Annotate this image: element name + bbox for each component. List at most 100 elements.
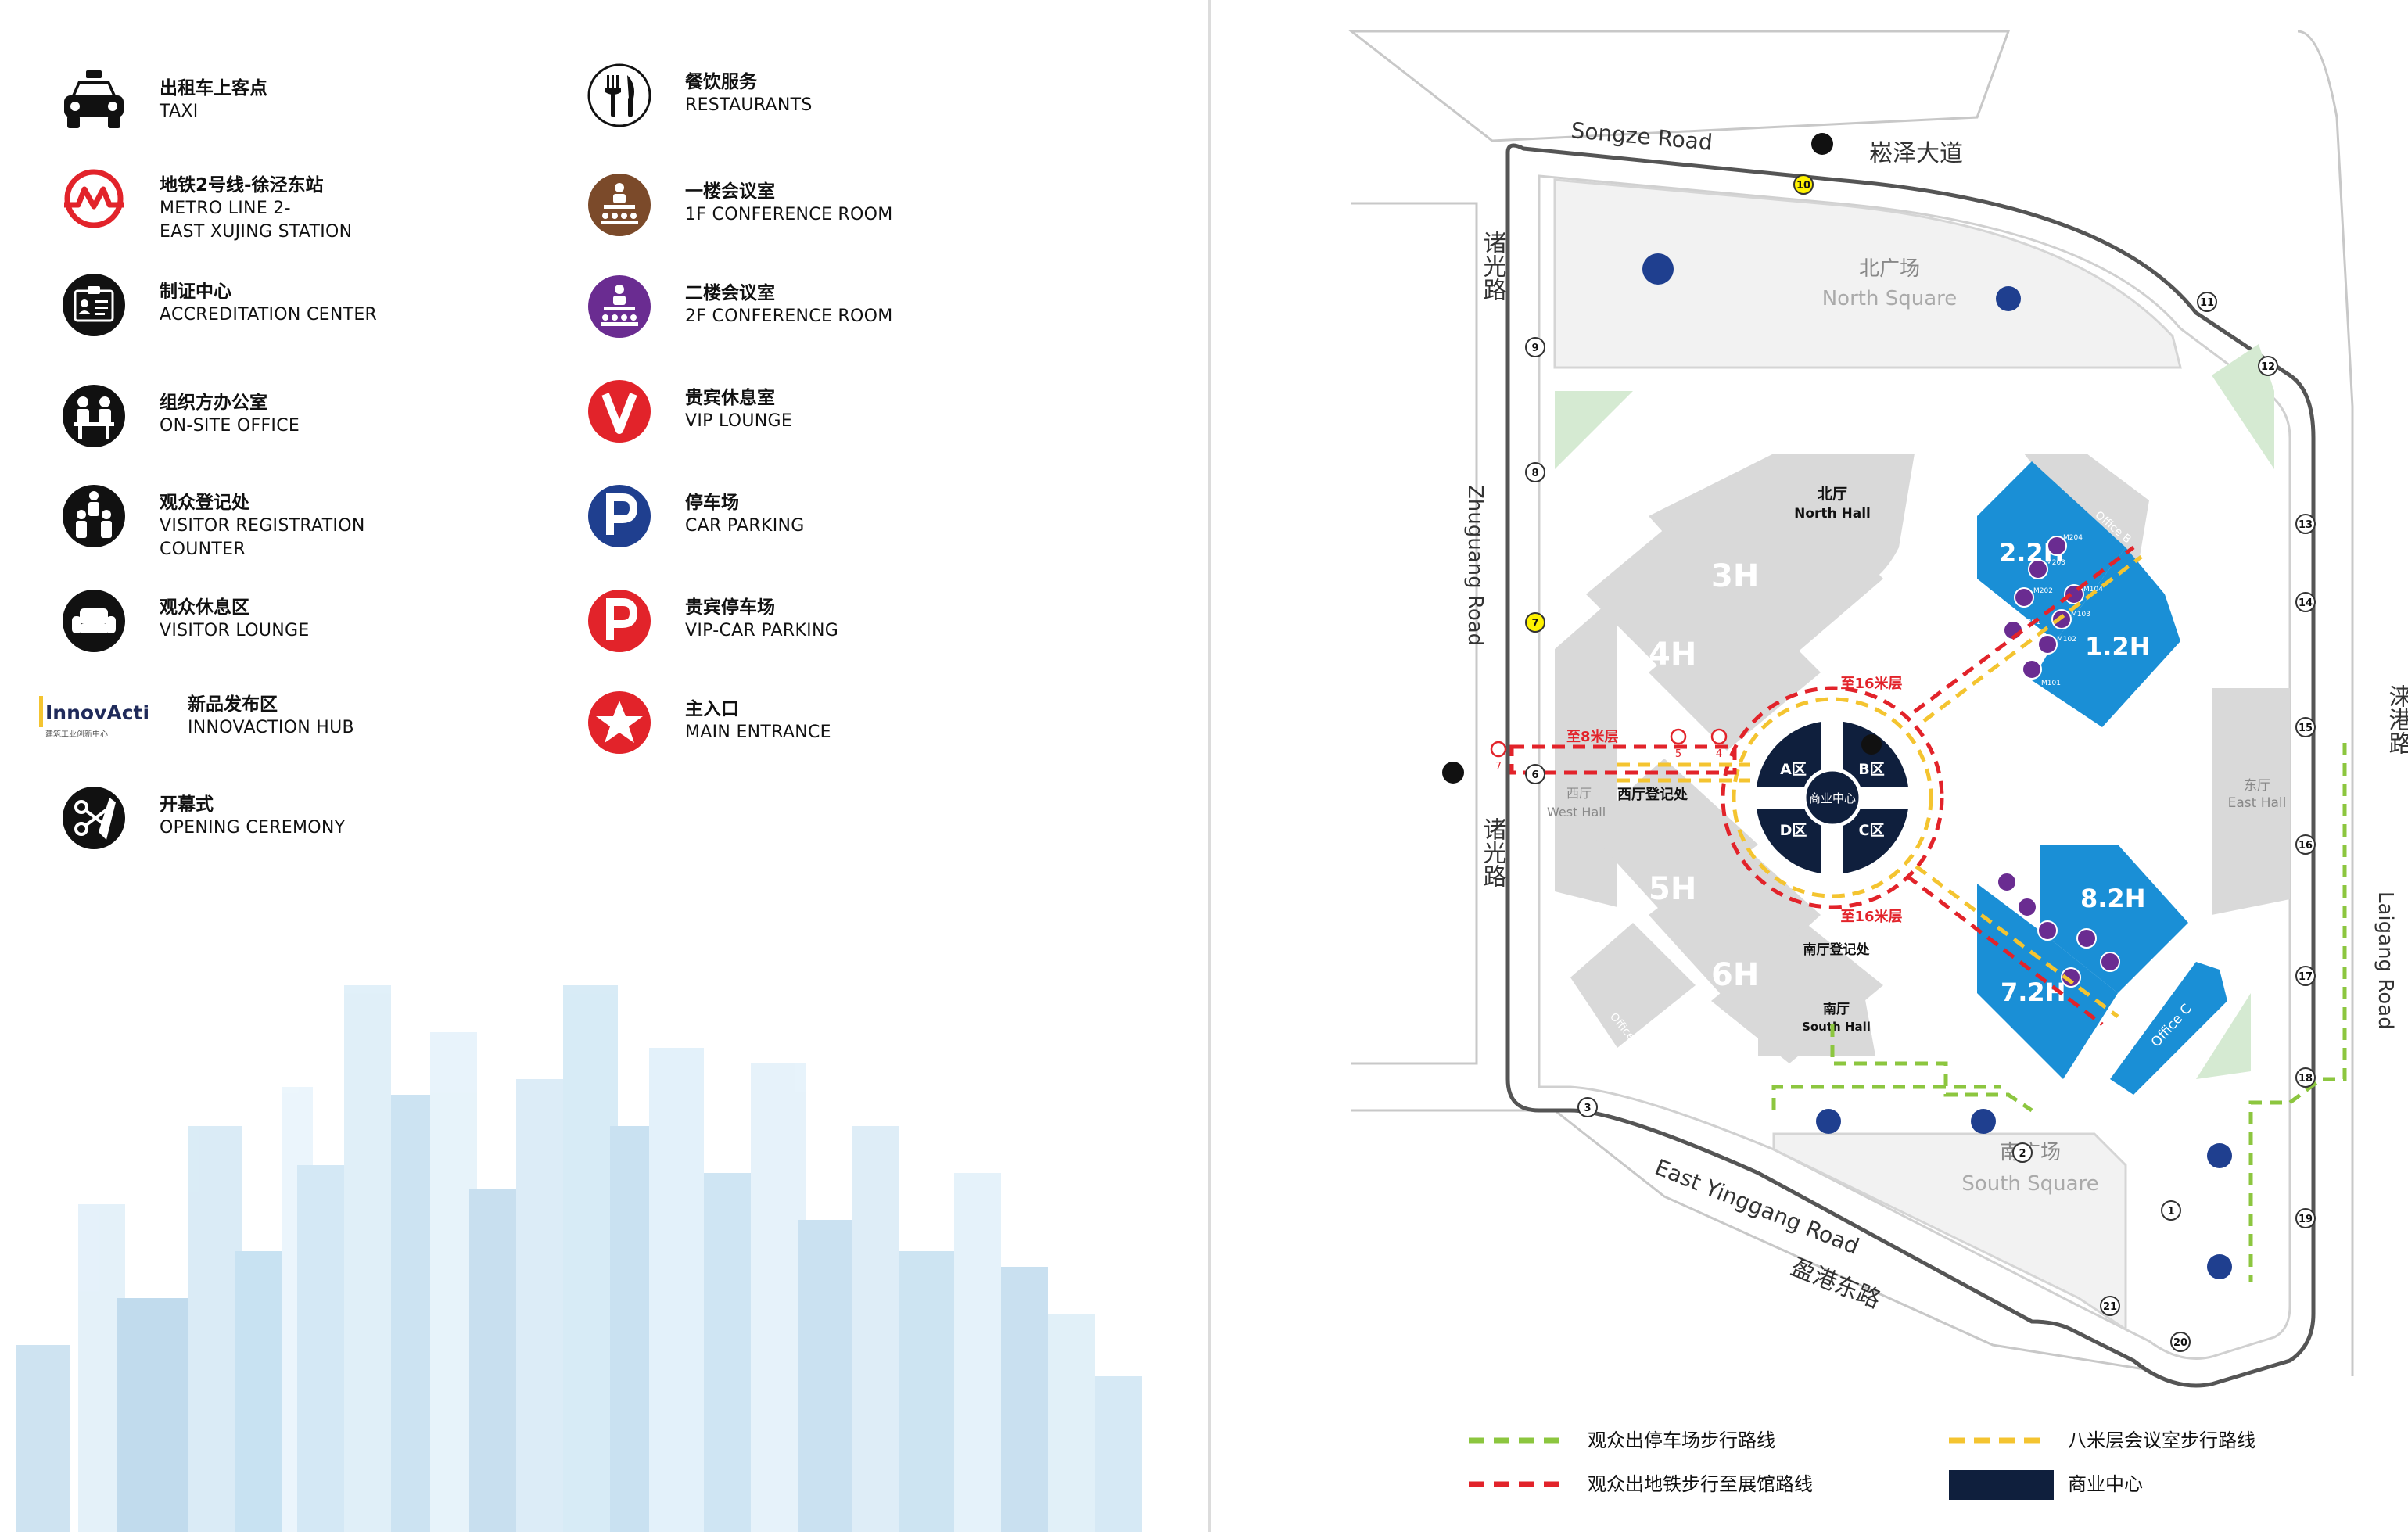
gate-number: 9 [1531,343,1538,354]
gate-number: 12 [2261,361,2275,373]
north-hall-en: North Hall [1794,506,1871,522]
legend-en: VIP-CAR PARKING [685,619,838,643]
gate-number: 15 [2299,723,2313,734]
office-icon [61,383,127,449]
north-hall-zh: 北厅 [1818,486,1847,503]
legend-en: CAR PARKING [685,515,805,538]
gate-number: 6 [1531,769,1538,781]
road-songze-zh: 崧泽大道 [1869,140,1963,167]
vip-icon [587,378,652,444]
north-square-zh: 北广场 [1859,257,1920,281]
level-16m-north: 至16米层 [1840,675,1902,692]
south-hall-zh: 南厅 [1823,1001,1850,1017]
legend-en: VISITOR LOUNGE [160,619,310,643]
gate-number: 20 [2173,1337,2187,1349]
gate-number: 19 [2299,1214,2313,1225]
vip-parking-icon [587,588,652,654]
road-songze-en: Songze Road [1570,117,1714,156]
hall-4h: 4H [1649,637,1696,672]
legend-zh: 观众休息区 [160,596,310,619]
metro-exit-number: 7 [1495,761,1502,773]
legend-en: VISITOR REGISTRATION [160,515,365,538]
map-legend-label: 观众出停车场步行路线 [1588,1429,1775,1451]
star-icon [587,690,652,755]
sofa-icon [61,588,127,654]
conference-1f-icon [587,172,652,238]
legend-zh: 二楼会议室 [685,282,893,305]
gate-number: 11 [2200,297,2214,309]
hall-8-2h: 8.2H [2080,884,2145,913]
legend-en: EAST XUJING STATION [160,221,352,244]
south-square-en: South Square [1961,1172,2098,1196]
road-laigang-zh: 涞港路 [2385,684,2408,755]
hall-7-2h: 7.2H [2001,977,2065,1007]
innovaction-tagline: 建筑工业创新中心 [45,729,108,739]
legend-en: RESTAURANTS [685,94,813,117]
legend-en: VIP LOUNGE [685,410,792,433]
east-hall-zh: 东厅 [2244,778,2270,794]
legend-en: OPENING CEREMONY [160,816,345,840]
west-hall-zh: 西厅 [1566,786,1592,801]
legend-en: 1F CONFERENCE ROOM [685,203,893,227]
badge-icon [61,272,127,338]
west-hall-en: West Hall [1547,805,1606,820]
gate-number: 10 [1796,180,1810,192]
legend-zh: 停车场 [685,491,805,515]
legend-zh: 组织方办公室 [160,391,300,414]
metro-exit-number: 5 [1675,748,1681,760]
map-legend-label: 观众出地铁步行至展馆路线 [1588,1473,1813,1495]
hall-3h: 3H [1711,558,1759,594]
room-label: M103 [2071,611,2090,619]
legend-zh: 一楼会议室 [685,180,893,203]
metro-exit-icon [1491,742,1505,756]
zone-b-label: B区 [1858,761,1884,778]
north-square-en: North Square [1822,287,1958,310]
commercial-center-label: 商业中心 [1809,791,1856,805]
gate-number: 16 [2299,840,2313,852]
legend-en: TAXI [160,100,267,124]
map-legend-label: 商业中心 [2068,1473,2143,1495]
gate-number: 7 [1531,618,1538,629]
map-panel: 3H 4H 5H 6H Office - A Office B Office -… [1211,0,2408,1532]
legend-zh: 开幕式 [160,793,345,816]
gate-number: 8 [1531,468,1538,479]
taxi-icon [61,69,127,134]
legend-zh: 地铁2号线-徐泾东站 [160,174,352,197]
legend-zh: 出租车上客点 [160,77,267,100]
legend-en: 2F CONFERENCE ROOM [685,305,893,328]
road-zhuguang-zh-north: 诸光路 [1479,231,1506,301]
west-registration-label: 西厅登记处 [1617,786,1688,803]
room-label: M101 [2041,680,2061,687]
zone-d-label: D区 [1780,822,1807,839]
legend-en: MAIN ENTRANCE [685,721,831,744]
gate-number: 3 [1584,1103,1591,1114]
room-label: M203 [2046,559,2065,567]
east-hall-en: East Hall [2228,795,2287,811]
room-label: M204 [2063,534,2083,542]
registration-icon [61,483,127,549]
road-laigang-en: Laigang Road [2374,891,2397,1030]
conference-2f-icon [587,274,652,339]
legend-en: METRO LINE 2- [160,197,352,221]
legend-zh: 贵宾停车场 [685,596,838,619]
gate-number: 21 [2103,1301,2117,1313]
gate-number: 17 [2299,971,2313,983]
parking-icon [587,483,652,549]
venue-map: 3H 4H 5H 6H Office - A Office B Office -… [1211,0,2408,1532]
level-16m-south: 至16米层 [1840,908,1902,925]
road-zhuguang-zh-south: 诸光路 [1479,817,1506,888]
